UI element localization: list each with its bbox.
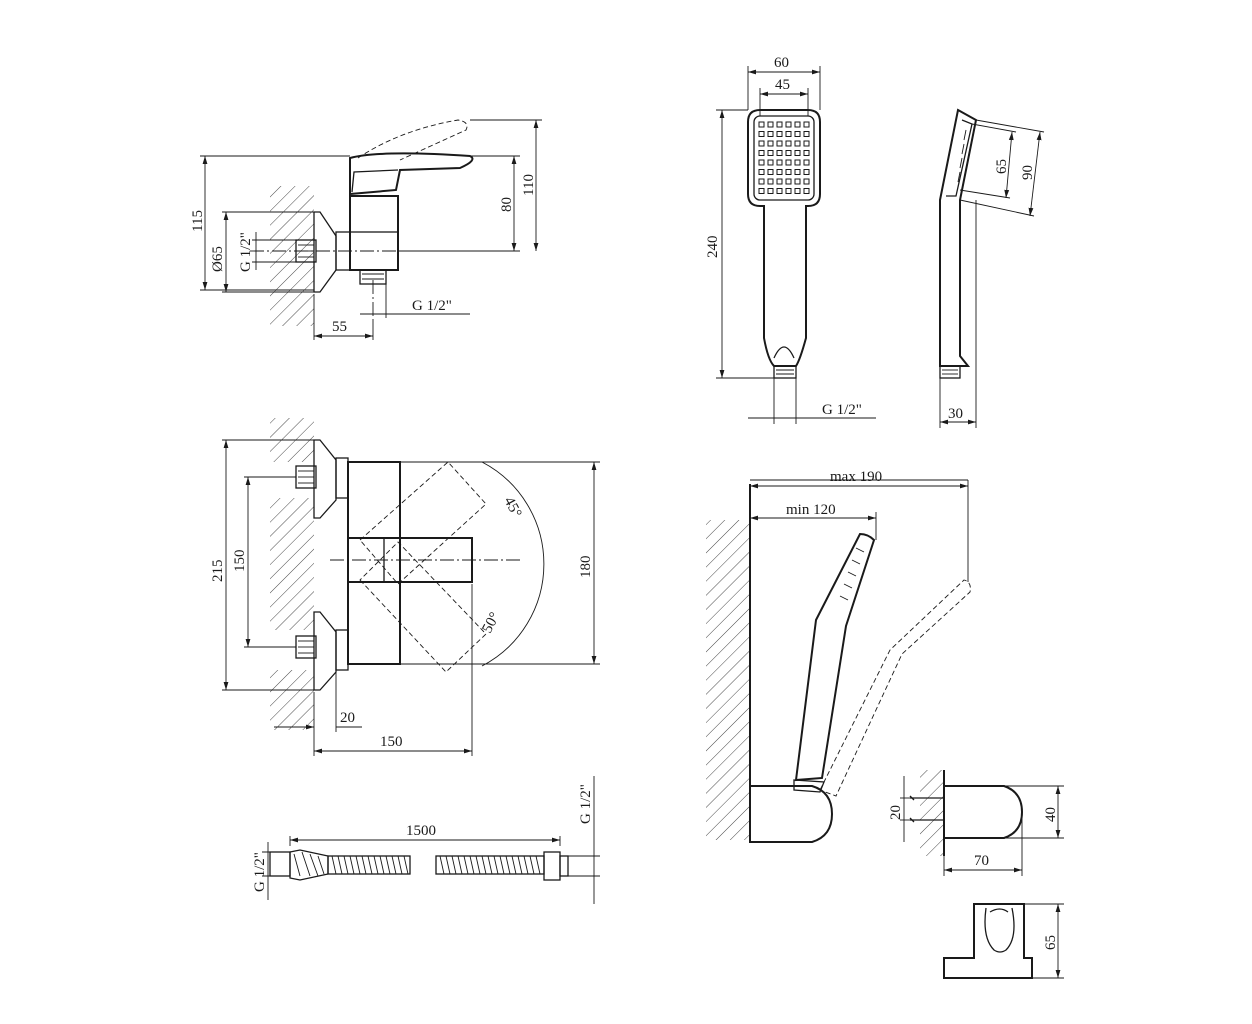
nozzle: [785, 131, 792, 137]
nozzle: [776, 178, 783, 185]
dim-g12-side: G 1/2": [238, 232, 254, 272]
nozzle: [794, 121, 801, 128]
nozzle: [758, 178, 765, 185]
nozzle: [767, 150, 774, 156]
mixer-side-view: 115 Ø65 G 1/2" 80 110 55 G 1/2": [190, 119, 542, 340]
dim-max190: max 190: [830, 469, 882, 485]
wall-hatch: [706, 520, 750, 840]
wall-hatch: [270, 670, 314, 730]
angle-45: 45°: [500, 494, 524, 520]
dim-30: 30: [948, 406, 963, 422]
dim-40: 40: [1043, 807, 1059, 822]
dim-70: 70: [974, 853, 989, 869]
shower-hose: 1500 G 1/2" G 1/2": [252, 776, 600, 904]
dim-20: 20: [340, 710, 355, 726]
nozzle: [776, 188, 783, 194]
dim-20-bracket: 20: [888, 805, 904, 820]
nozzle: [785, 169, 792, 175]
nozzle: [794, 178, 801, 185]
nozzle: [794, 188, 801, 194]
dim-90: 90: [1020, 165, 1036, 180]
nozzle: [767, 140, 774, 147]
shower-head-front: 60 45 240 G 1/2": [705, 55, 876, 424]
shower-head-side: 90 65 30: [939, 108, 1045, 428]
dim-65-bracket: 65: [1043, 935, 1059, 950]
bracket-side-view: 20 40 70: [888, 770, 1064, 876]
dim-g12-head: G 1/2": [822, 402, 862, 418]
nozzle: [785, 150, 792, 156]
nozzle: [803, 159, 810, 166]
spray-nozzles: [758, 121, 810, 194]
nozzle: [803, 150, 810, 156]
nozzle: [776, 121, 783, 128]
dim-g12-outlet: G 1/2": [412, 298, 452, 314]
nozzle: [794, 131, 801, 137]
dim-45: 45: [775, 77, 790, 93]
nozzle: [758, 169, 765, 175]
nozzle: [767, 188, 774, 194]
nozzle: [776, 169, 783, 175]
nozzle: [758, 150, 765, 156]
nozzle: [803, 169, 810, 175]
wall-hatch: [270, 186, 314, 326]
nozzle: [776, 131, 783, 137]
nozzle: [758, 121, 765, 128]
nozzle: [758, 188, 765, 194]
nozzle: [794, 150, 801, 156]
nozzle: [785, 188, 792, 194]
dim-150-horizontal: 150: [380, 734, 403, 750]
nozzle: [767, 169, 774, 175]
dim-65-side: 65: [994, 159, 1010, 174]
nozzle: [785, 121, 792, 128]
nozzle: [785, 159, 792, 166]
nozzle: [776, 140, 783, 147]
wall-hatch: [920, 770, 944, 856]
holder-assembly: max 190 min 120: [706, 469, 971, 843]
dim-d65: Ø65: [210, 246, 226, 272]
nozzle: [758, 131, 765, 137]
dim-115: 115: [190, 210, 206, 232]
nozzle: [785, 178, 792, 185]
nozzle: [803, 131, 810, 137]
nozzle: [803, 140, 810, 147]
nozzle: [776, 150, 783, 156]
dim-g12-hose-right: G 1/2": [578, 784, 594, 824]
dim-215: 215: [210, 560, 226, 583]
bracket-front-view: 65: [943, 903, 1064, 979]
dim-min120: min 120: [786, 502, 836, 518]
angle-50: 50°: [479, 610, 503, 636]
dim-60: 60: [774, 55, 789, 71]
nozzle: [758, 140, 765, 147]
dim-150-vertical: 150: [232, 550, 248, 573]
dim-1500: 1500: [406, 823, 436, 839]
mixer-front-view: 45° 50° 215 150 180 20 150: [210, 418, 600, 756]
nozzle: [794, 169, 801, 175]
nozzle: [794, 159, 801, 166]
dim-80: 80: [499, 197, 515, 212]
nozzle: [767, 178, 774, 185]
dim-180: 180: [578, 556, 594, 579]
nozzle: [803, 188, 810, 194]
nozzle: [767, 121, 774, 128]
nozzle: [776, 159, 783, 166]
nozzle: [785, 140, 792, 147]
nozzle: [758, 159, 765, 166]
dim-55: 55: [332, 319, 347, 335]
nozzle: [767, 159, 774, 166]
dim-110: 110: [521, 174, 537, 196]
dim-g12-hose-left: G 1/2": [252, 852, 268, 892]
nozzle: [803, 121, 810, 128]
dim-240: 240: [705, 236, 721, 259]
nozzle: [794, 140, 801, 147]
nozzle: [767, 131, 774, 137]
nozzle: [803, 178, 810, 185]
wall-hatch: [270, 498, 314, 630]
